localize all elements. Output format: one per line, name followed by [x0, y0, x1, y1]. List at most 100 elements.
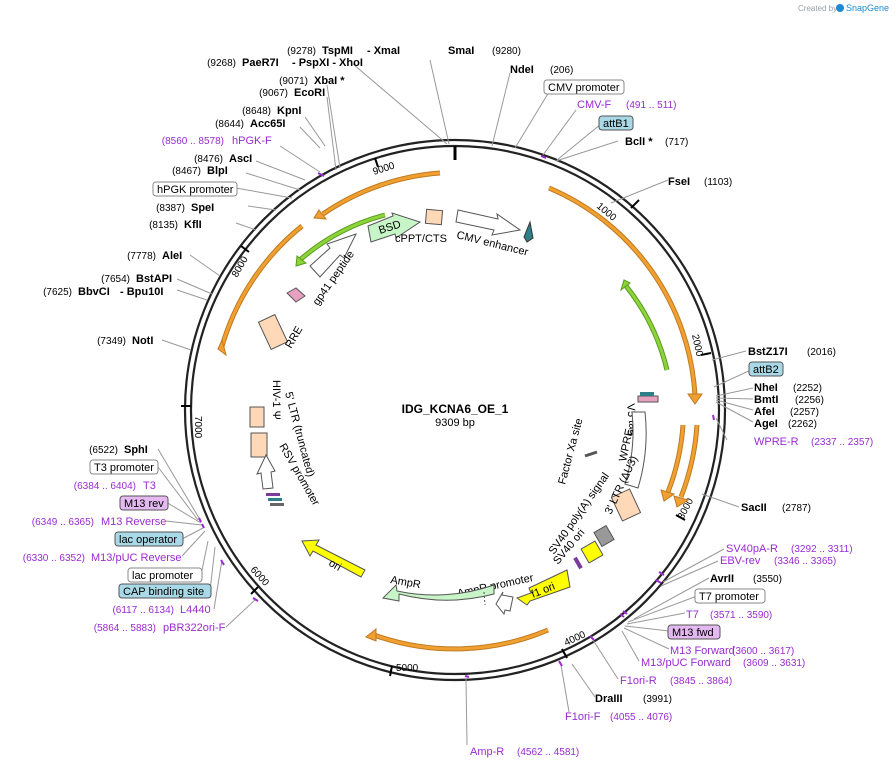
enzyme-name: AleI — [162, 250, 182, 262]
enzyme-name: SpeI — [191, 202, 214, 214]
enzyme-pos: (9067) — [259, 88, 288, 99]
plasmid-name: IDG_KCNA6_OE_1 — [402, 402, 509, 416]
primer-name: T7 — [686, 609, 699, 621]
f1-ori-feature — [515, 569, 571, 606]
orf-arrowheads — [217, 209, 703, 642]
tick-label: 7000 — [192, 416, 203, 439]
enzyme-pos: (2256) — [795, 395, 824, 406]
hpgk-promoter-label: hPGK promoter — [157, 184, 234, 196]
enzyme-pos: (3991) — [643, 694, 672, 705]
primer-range: (4562 .. 4581) — [517, 747, 579, 758]
enzyme-pos: (206) — [550, 65, 573, 76]
enzyme-name: BbvCI — [78, 286, 110, 298]
enzyme-pos: (8387) — [156, 203, 185, 214]
hiv1-psi-feature — [249, 406, 265, 428]
tick-marks — [181, 157, 712, 677]
tick-label: 9000 — [372, 160, 397, 177]
wpre-feature — [624, 411, 647, 489]
ori-feature — [301, 539, 366, 578]
primer-name: M13 Reverse — [101, 516, 166, 528]
enzyme-pos: (6522) — [89, 445, 118, 456]
enzyme-name: NheI — [754, 382, 778, 394]
m13-fwd-label: M13 fwd — [672, 627, 714, 639]
watermark-text: Created by — [798, 4, 837, 13]
primer-range: (491 .. 511) — [626, 100, 676, 111]
primer-labels: (8560 .. 8578) hPGK-F CMV-F (491 .. 511)… — [23, 99, 874, 758]
enzyme-name: BmtI — [754, 394, 778, 406]
enzyme-name: SmaI — [448, 45, 474, 57]
cmv-promoter-label: CMV promoter — [548, 82, 620, 94]
factor-xa-label: Factor Xa site — [556, 417, 585, 486]
enzyme-name: BstAPI — [136, 273, 172, 285]
plasmid-size: 9309 bp — [435, 417, 475, 429]
watermark-brand: SnapGene — [846, 3, 889, 13]
cmv-enhancer-feature — [455, 209, 522, 236]
primer-range: (3292 .. 3311) — [791, 544, 853, 555]
enzyme-name: AgeI — [754, 418, 778, 430]
primer-range: (6349 .. 6365) — [32, 517, 94, 528]
enzyme-name: NdeI — [510, 64, 534, 76]
t7-promoter-label: T7 promoter — [699, 591, 759, 603]
primer-name: hPGK-F — [232, 135, 272, 147]
primer-name: M13/pUC Forward — [641, 657, 731, 669]
primer-name: L4440 — [180, 604, 211, 616]
enzyme-pos: (7625) — [43, 287, 72, 298]
enzyme-name: DraIII — [595, 693, 623, 705]
primer-name: F1ori-R — [620, 675, 657, 687]
enzyme-name: NotI — [132, 335, 153, 347]
enzyme-pos: (7654) — [101, 274, 130, 285]
sv40pa-r-marker — [573, 556, 583, 570]
enzyme-name: KflI — [184, 219, 202, 231]
sv40-ori-feature — [580, 540, 604, 564]
tick-label: 5000 — [396, 663, 419, 674]
primer-range: (6384 .. 6404) — [74, 481, 136, 492]
enzyme-labels-right: SmaI (9280) NdeI (206) BclI * (717) FseI… — [448, 45, 836, 705]
boxed-labels: CMV promoter attB1 hPGK promoter attB2 T… — [89, 79, 784, 640]
rre-label: RRE — [283, 324, 305, 350]
factor-xa-feature — [584, 450, 598, 458]
enzyme-extra: - PspXI - XhoI — [292, 57, 363, 69]
enzyme-labels-left: (9278) TspMI - XmaI (9268) PaeR7I - PspX… — [43, 45, 400, 456]
gp41-feature — [309, 233, 357, 278]
enzyme-pos: (2262) — [788, 419, 817, 430]
enzyme-name: PaeR7I — [242, 57, 279, 69]
ampr-feature — [381, 583, 495, 602]
enzyme-pos: (7778) — [127, 251, 156, 262]
primer-name: pBR322ori-F — [163, 622, 226, 634]
enzyme-extra: - Bpu10I — [120, 286, 163, 298]
enzyme-name: XbaI * — [314, 75, 345, 87]
primer-range: (3845 .. 3864) — [670, 676, 732, 687]
primer-name: EBV-rev — [720, 555, 761, 567]
primer-range: (6117 .. 6134) — [112, 605, 174, 616]
lac-promoter-label: lac promoter — [132, 570, 193, 582]
snapgene-logo-icon — [836, 4, 844, 12]
primer-range: (3571 .. 3590) — [710, 610, 772, 621]
primer-name: M13/pUC Reverse — [91, 552, 181, 564]
enzyme-pos: (2257) — [790, 407, 819, 418]
cap-binding-site-label: CAP binding site — [123, 586, 204, 598]
lac-operator-label: lac operator — [119, 534, 177, 546]
enzyme-name: BlpI — [207, 165, 228, 177]
enzyme-pos: (1103) — [704, 177, 732, 188]
attb1-label: attB1 — [603, 118, 629, 130]
ori-label: ori — [327, 557, 344, 574]
gp41-marker — [286, 287, 306, 303]
tick-label: 2000 — [689, 333, 704, 357]
sv40-polya-feature — [593, 524, 615, 548]
enzyme-name: Acc65I — [250, 118, 285, 130]
enzyme-pos: (8648) — [242, 106, 271, 117]
m13-rev-label: M13 rev — [124, 498, 164, 510]
orf-arcs — [218, 170, 700, 652]
primer-range: (5864 .. 5883) — [94, 623, 156, 634]
enzyme-name: FseI — [668, 176, 690, 188]
primer-range: (6330 .. 6352) — [23, 553, 85, 564]
primer-name: SV40pA-R — [726, 543, 778, 555]
enzyme-pos: (9071) — [279, 76, 308, 87]
enzyme-name: BclI * — [625, 136, 653, 148]
enzyme-pos: (2016) — [807, 347, 836, 358]
enzyme-name: SacII — [741, 502, 767, 514]
enzyme-extra: - XmaI — [367, 45, 400, 57]
cap-marker — [270, 503, 284, 506]
